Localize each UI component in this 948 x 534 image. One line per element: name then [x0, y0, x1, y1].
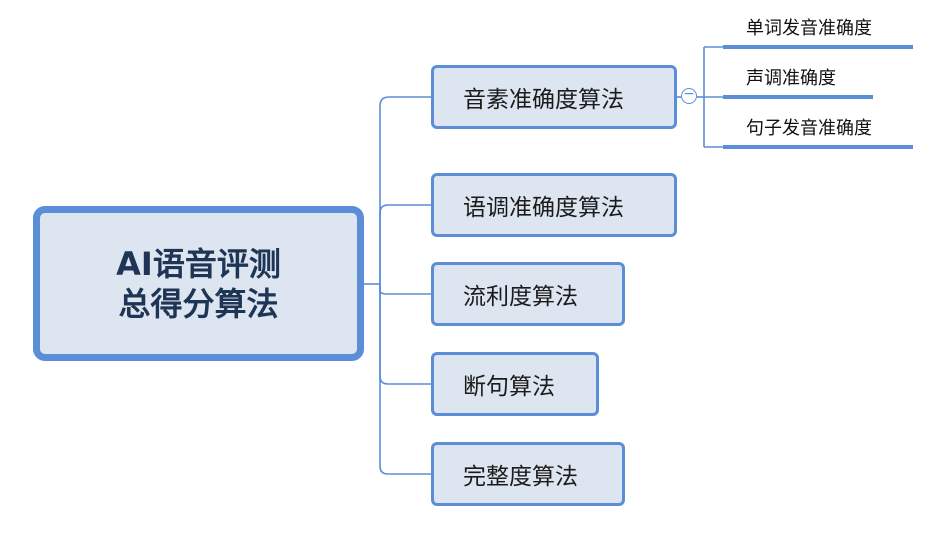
branch-label: 音素准确度算法: [463, 87, 624, 113]
leaf-underline: [723, 145, 913, 149]
leaf-sentence-pronunciation-accuracy[interactable]: 句子发音准确度: [746, 118, 872, 139]
collapse-toggle-minus-icon[interactable]: −: [681, 87, 697, 104]
branch-node-sentence-break[interactable]: 断句算法: [431, 352, 599, 416]
leaf-underline: [723, 95, 873, 99]
branch-label: 语调准确度算法: [463, 195, 624, 221]
branch-label: 完整度算法: [463, 464, 578, 490]
connector-branch-2: [379, 204, 431, 284]
branch-node-completeness[interactable]: 完整度算法: [431, 442, 625, 506]
root-node[interactable]: AI语音评测 总得分算法: [33, 206, 364, 361]
root-title-line2: 总得分算法: [118, 284, 279, 323]
connector-branch-3: [379, 284, 431, 295]
branch-label: 断句算法: [463, 374, 555, 400]
leaf-word-pronunciation-accuracy[interactable]: 单词发音准确度: [746, 18, 872, 39]
connector-branch-4: [379, 284, 431, 385]
leaf-tone-accuracy[interactable]: 声调准确度: [746, 68, 836, 89]
branch-label: 流利度算法: [463, 284, 578, 310]
connector-branch-1: [379, 96, 431, 284]
connector-branch-5: [379, 284, 431, 475]
branch-node-intonation-accuracy[interactable]: 语调准确度算法: [431, 173, 677, 237]
branch-node-fluency[interactable]: 流利度算法: [431, 262, 625, 326]
branch-node-phoneme-accuracy[interactable]: 音素准确度算法: [431, 65, 677, 129]
leaf-underline: [723, 45, 913, 49]
root-title-line1: AI语音评测: [116, 244, 281, 283]
